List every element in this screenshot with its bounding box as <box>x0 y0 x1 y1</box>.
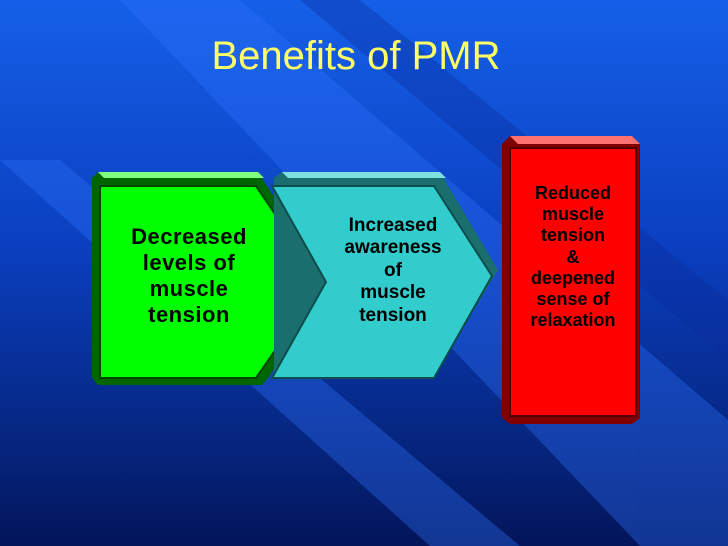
step-3-label: Reduced muscle tension & deepened sense … <box>530 183 616 331</box>
slide-title: Benefits of PMR <box>211 34 501 78</box>
step-1-shape <box>92 172 330 385</box>
step-2-shape <box>270 172 498 379</box>
step-1-label: Decreased levels of muscle tension <box>131 224 247 327</box>
step-3-shape <box>502 136 640 424</box>
step-2-label: Increased awareness of muscle tension <box>344 215 442 326</box>
